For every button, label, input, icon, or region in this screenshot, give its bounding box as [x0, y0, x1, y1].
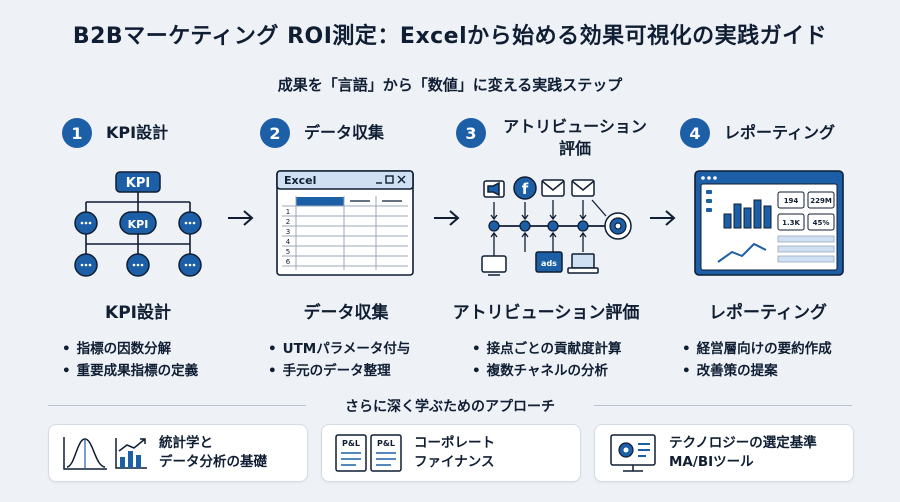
pnl-label: P&L — [377, 439, 395, 448]
step-header-3: 3 アトリビューション評価 — [456, 117, 650, 158]
resource-card-label: テクノロジーの選定基準 MA/BIツール — [669, 434, 817, 472]
section-title-further-learning: さらに深く学ぶためのアプローチ — [345, 399, 555, 415]
monitor-icon — [481, 255, 507, 276]
metric-value: 229M — [810, 197, 832, 205]
ads-label: ads — [541, 259, 557, 268]
resource-card-line: コーポレート — [414, 435, 495, 451]
resource-card-line: ファイナンス — [414, 454, 495, 470]
bar-chart-widget — [723, 199, 772, 229]
ads-icon: ads — [535, 251, 563, 273]
target-icon — [604, 212, 632, 240]
step-number-3: 3 — [456, 118, 486, 148]
step-title-4: レポーティング — [724, 123, 836, 142]
divider-left — [48, 405, 306, 406]
pnl-label: P&L — [342, 439, 360, 448]
metric-card — [777, 213, 805, 231]
step-bullets-3: 接点ごとの貢献度計算 複数チャネルの分析 — [472, 338, 622, 382]
excel-row-number: 4 — [286, 238, 291, 246]
resource-card-statistics[interactable]: 統計学と データ分析の基礎 — [48, 424, 308, 482]
line-chart-widget — [717, 242, 767, 263]
step-header-4: 4 レポーティング — [680, 118, 835, 158]
excel-sheet-illustration: Excel 1 2 3 4 5 6 — [276, 170, 414, 276]
resource-card-line: MA/BIツール — [669, 454, 754, 470]
kpi-tree-illustration: KPI KPI — [74, 171, 202, 277]
excel-selected-cells — [296, 197, 344, 206]
email-icon — [541, 179, 565, 197]
step-bullets-2: UTMパラメータ付与 手元のデータ整理 — [268, 338, 411, 382]
resource-card-line: データ分析の基礎 — [159, 454, 267, 470]
arrow-right-icon — [434, 210, 460, 226]
excel-row-number: 1 — [286, 208, 290, 216]
resource-card-line: テクノロジーの選定基準 — [669, 435, 817, 451]
step-title-2: データ収集 — [304, 123, 385, 142]
attribution-illustration: f ads — [481, 176, 632, 276]
metric-card — [807, 191, 835, 209]
step-name-1: KPI設計 — [105, 303, 171, 323]
bullet-item: UTMパラメータ付与 — [268, 338, 411, 360]
bar-chart-icon — [115, 438, 147, 469]
step-bullets-1: 指標の因数分解 重要成果指標の定義 — [62, 338, 199, 382]
svg-text:f: f — [522, 180, 529, 198]
excel-row-number: 6 — [286, 258, 291, 266]
page-subtitle: 成果を「言語」から「数値」に変える実践ステップ — [277, 76, 623, 94]
excel-row-number: 3 — [286, 228, 290, 236]
step-bullets-4: 経営層向けの要約作成 改善策の提案 — [682, 338, 832, 382]
monitor-gear-icon — [610, 434, 656, 472]
kpi-root-label: KPI — [126, 176, 150, 191]
resource-card-label: コーポレート ファイナンス — [414, 434, 495, 472]
step-name-4: レポーティング — [709, 303, 827, 323]
metric-value: 45% — [813, 219, 830, 227]
step-header-2: 2 データ収集 — [260, 118, 384, 158]
excel-window-title: Excel — [284, 174, 316, 187]
step-title-3: アトリビューション評価 — [503, 117, 647, 158]
kpi-root-box — [115, 171, 161, 193]
bullet-item: 改善策の提案 — [682, 360, 832, 382]
step-title-1: KPI設計 — [106, 123, 169, 142]
step-header-1: 1 KPI設計 — [62, 118, 168, 158]
step-number-2: 2 — [260, 118, 290, 148]
facebook-icon — [513, 176, 537, 200]
metric-value: 1.3K — [782, 219, 800, 227]
step-number-1: 1 — [62, 118, 92, 148]
bullet-item: 経営層向けの要約作成 — [682, 338, 832, 360]
metric-value: 194 — [784, 197, 799, 205]
step-name-2: データ収集 — [303, 303, 389, 323]
kpi-mid-label: KPI — [128, 218, 149, 231]
resource-card-label: 統計学と データ分析の基礎 — [159, 434, 267, 472]
dashboard-illustration: 194 229M 1.3K 45% — [694, 170, 844, 276]
email-icon — [571, 179, 595, 197]
step-name-3: アトリビューション評価 — [452, 303, 640, 323]
page-title: B2Bマーケティング ROI測定：Excelから始める効果可視化の実践ガイド — [72, 24, 828, 49]
bullet-item: 指標の因数分解 — [62, 338, 198, 360]
resource-card-finance[interactable]: P&L P&L コーポレート ファイナンス — [321, 424, 581, 482]
resource-card-technology[interactable]: テクノロジーの選定基準 MA/BIツール — [594, 424, 854, 482]
bullet-item: 複数チャネルの分析 — [472, 360, 622, 382]
arrow-right-icon — [228, 210, 254, 226]
bullet-item: 手元のデータ整理 — [268, 360, 410, 382]
divider-right — [594, 405, 852, 406]
bell-curve-icon — [63, 437, 107, 470]
kpi-mid-node — [119, 211, 157, 235]
metric-card — [807, 213, 835, 231]
step-number-4: 4 — [680, 118, 710, 148]
bullet-item: 重要成果指標の定義 — [62, 360, 199, 382]
bullet-item: 接点ごとの貢献度計算 — [472, 338, 622, 360]
arrow-right-icon — [650, 210, 676, 226]
metric-card — [777, 191, 805, 209]
pnl-document-icon: P&L P&L — [335, 434, 402, 472]
laptop-icon — [567, 253, 599, 274]
excel-row-number: 5 — [286, 248, 290, 256]
resource-card-line: 統計学と — [159, 435, 213, 451]
excel-row-number: 2 — [286, 218, 290, 226]
